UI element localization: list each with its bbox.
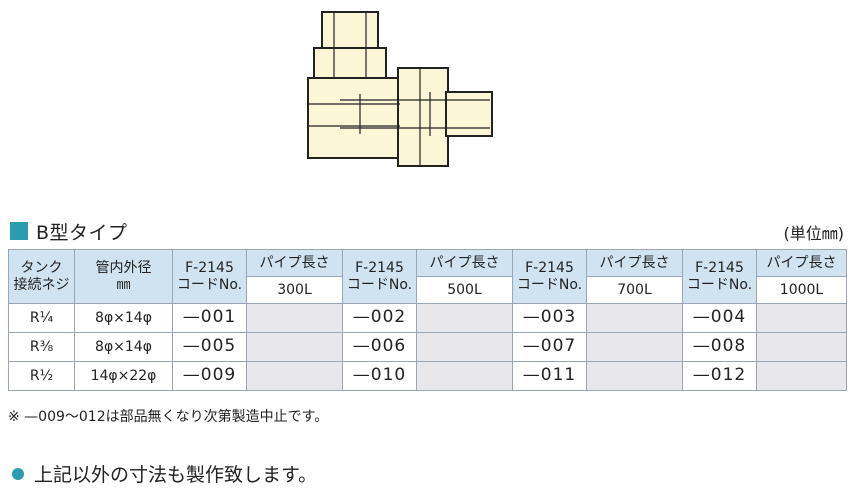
square-icon <box>10 222 28 240</box>
section-header: B型タイプ <box>10 218 128 244</box>
length-value-2: 500L <box>416 276 513 304</box>
length-value-4: 1000L <box>756 276 847 304</box>
code-cell: —002 <box>342 303 417 333</box>
footnote: ※ —009〜012は部品無くなり次第製造中止です。 <box>8 409 329 425</box>
header-length-2: パイプ長さ <box>416 249 513 277</box>
table-row: R½ 14φ×22φ —009 —010 —011 —012 <box>8 361 847 391</box>
header-tank-thread: タンク接続ネジ <box>8 249 75 304</box>
bullet-line: 上記以外の寸法も製作致します。 <box>12 460 317 487</box>
empty-cell <box>246 332 343 362</box>
code-cell: —005 <box>172 332 247 362</box>
thread-cell: R¼ <box>8 303 75 333</box>
code-cell: —007 <box>512 332 587 362</box>
header-length-4: パイプ長さ <box>756 249 847 277</box>
empty-cell <box>416 361 513 391</box>
code-cell: —011 <box>512 361 587 391</box>
empty-cell <box>756 303 847 333</box>
code-cell: —010 <box>342 361 417 391</box>
header-length-3: パイプ長さ <box>586 249 683 277</box>
section-title: B型タイプ <box>36 221 128 244</box>
table-row: R⅜ 8φ×14φ —005 —006 —007 —008 <box>8 332 847 362</box>
code-cell: —004 <box>682 303 757 333</box>
table-row: R¼ 8φ×14φ —001 —002 —003 —004 <box>8 303 847 333</box>
empty-cell <box>246 361 343 391</box>
thread-cell: R⅜ <box>8 332 75 362</box>
code-cell: —009 <box>172 361 247 391</box>
empty-cell <box>416 332 513 362</box>
diameter-cell: 8φ×14φ <box>74 332 173 362</box>
empty-cell <box>586 303 683 333</box>
code-cell: —003 <box>512 303 587 333</box>
thread-cell: R½ <box>8 361 75 391</box>
bullet-text: 上記以外の寸法も製作致します。 <box>34 464 318 486</box>
empty-cell <box>756 361 847 391</box>
code-cell: —006 <box>342 332 417 362</box>
code-cell: —008 <box>682 332 757 362</box>
code-cell: —001 <box>172 303 247 333</box>
unit-label: (単位㎜) <box>783 224 845 243</box>
fitting-drawing <box>307 11 493 167</box>
empty-cell <box>586 332 683 362</box>
length-value-3: 700L <box>586 276 683 304</box>
empty-cell <box>416 303 513 333</box>
length-value-1: 300L <box>246 276 343 304</box>
empty-cell <box>246 303 343 333</box>
diameter-cell: 14φ×22φ <box>74 361 173 391</box>
empty-cell <box>586 361 683 391</box>
code-cell: —012 <box>682 361 757 391</box>
empty-cell <box>756 332 847 362</box>
bullet-dot-icon <box>12 467 24 480</box>
diameter-cell: 8φ×14φ <box>74 303 173 333</box>
header-length-1: パイプ長さ <box>246 249 343 277</box>
